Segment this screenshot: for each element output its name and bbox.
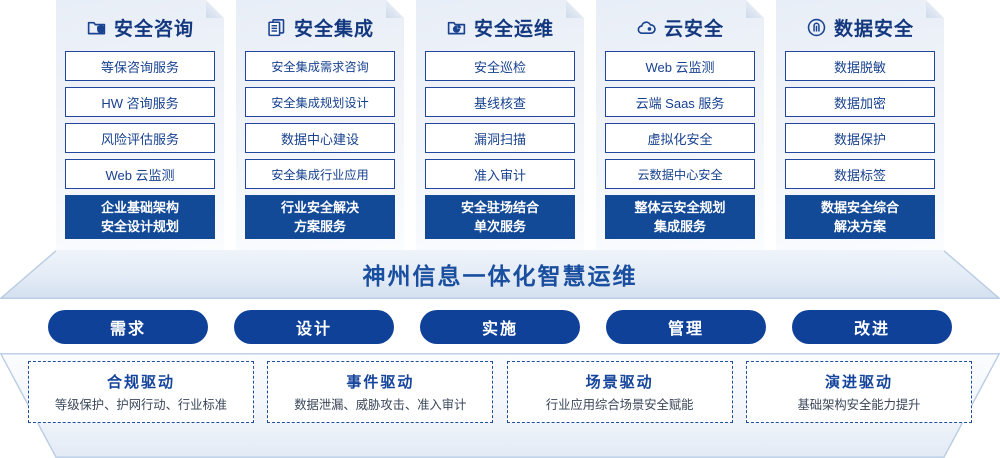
service-columns: 安全咨询 等保咨询服务 HW 咨询服务 风险评估服务 Web 云监测 企业基础架… <box>0 0 1000 250</box>
footer-line-1: 数据安全综合 <box>820 200 899 215</box>
service-item[interactable]: Web 云监测 <box>605 51 755 81</box>
cloud-icon <box>636 17 657 38</box>
service-column-security-operations[interactable]: 安全运维 安全巡检 基线核查 漏洞扫描 准入审计 安全驻场结合 单次服务 <box>416 0 584 250</box>
footer-line-2: 方案服务 <box>293 219 346 234</box>
column-header: 数据安全 <box>785 10 935 44</box>
service-item[interactable]: 等保咨询服务 <box>65 51 215 81</box>
column-title: 安全运维 <box>473 18 554 40</box>
pill-improvement[interactable]: 改进 <box>792 310 952 344</box>
footer-line-2: 集成服务 <box>653 219 706 234</box>
corner-fold <box>566 0 584 18</box>
service-column-security-integration[interactable]: 安全集成 安全集成需求咨询 安全集成规划设计 数据中心建设 安全集成行业应用 行… <box>236 0 404 250</box>
column-header: 安全集成 <box>245 10 395 44</box>
driver-card-evolution[interactable]: 演进驱动 基础架构安全能力提升 <box>745 361 972 423</box>
stacked-documents-icon <box>266 17 287 38</box>
service-item[interactable]: 数据脱敏 <box>785 51 935 81</box>
driver-title: 演进驱动 <box>824 374 893 391</box>
corner-fold <box>206 0 224 18</box>
driver-subtitle: 行业应用综合场景安全赋能 <box>545 398 694 412</box>
drivers-row: 合规驱动 等级保护、护网行动、行业标准 事件驱动 数据泄漏、威胁攻击、准入审计 … <box>0 353 1000 458</box>
service-item[interactable]: 准入审计 <box>425 159 575 189</box>
service-item[interactable]: 安全集成需求咨询 <box>245 51 395 81</box>
driver-card-incident[interactable]: 事件驱动 数据泄漏、威胁攻击、准入审计 <box>267 361 494 423</box>
column-header: 安全运维 <box>425 10 575 44</box>
driver-title: 事件驱动 <box>346 374 415 391</box>
column-title: 安全咨询 <box>113 18 194 40</box>
driver-title: 场景驱动 <box>585 374 654 391</box>
service-item[interactable]: Web 云监测 <box>65 159 215 189</box>
driver-card-scenario[interactable]: 场景驱动 行业应用综合场景安全赋能 <box>506 361 733 423</box>
service-item[interactable]: 虚拟化安全 <box>605 123 755 153</box>
driver-card-compliance[interactable]: 合规驱动 等级保护、护网行动、行业标准 <box>28 361 254 423</box>
pill-demand[interactable]: 需求 <box>48 310 208 344</box>
column-header: 云安全 <box>605 10 755 44</box>
service-item[interactable]: 安全集成规划设计 <box>245 87 395 117</box>
platform-banner-title: 神州信息一体化智慧运维 <box>362 262 638 289</box>
lifecycle-pills: 需求 设计 实施 管理 改进 <box>0 310 1000 346</box>
column-footer-highlight[interactable]: 数据安全综合 解决方案 <box>785 195 935 239</box>
column-title: 安全集成 <box>293 18 374 40</box>
driver-subtitle: 基础架构安全能力提升 <box>797 398 921 412</box>
service-item[interactable]: 数据中心建设 <box>245 123 395 153</box>
pill-management[interactable]: 管理 <box>606 310 766 344</box>
column-title: 数据安全 <box>833 18 914 40</box>
platform-banner: 神州信息一体化智慧运维 <box>0 250 1000 299</box>
footer-line-2: 单次服务 <box>473 219 526 234</box>
corner-fold <box>386 0 404 18</box>
column-footer-highlight[interactable]: 行业安全解决 方案服务 <box>245 195 395 239</box>
footer-line-1: 行业安全解决 <box>280 200 359 215</box>
column-footer-highlight[interactable]: 整体云安全规划 集成服务 <box>605 195 755 239</box>
column-footer-highlight[interactable]: 安全驻场结合 单次服务 <box>425 195 575 239</box>
service-item[interactable]: 数据保护 <box>785 123 935 153</box>
driver-subtitle: 数据泄漏、威胁攻击、准入审计 <box>294 398 467 412</box>
driver-subtitle: 等级保护、护网行动、行业标准 <box>54 398 228 412</box>
column-header: 安全咨询 <box>65 10 215 44</box>
service-item[interactable]: 安全巡检 <box>425 51 575 81</box>
folder-shield-icon <box>86 17 107 38</box>
footer-line-2: 安全设计规划 <box>100 219 179 234</box>
footer-line-1: 企业基础架构 <box>100 200 179 215</box>
service-item[interactable]: 漏洞扫描 <box>425 123 575 153</box>
service-item[interactable]: HW 咨询服务 <box>65 87 215 117</box>
service-item[interactable]: 云数据中心安全 <box>605 159 755 189</box>
corner-fold <box>746 0 764 18</box>
service-column-cloud-security[interactable]: 云安全 Web 云监测 云端 Saas 服务 虚拟化安全 云数据中心安全 整体云… <box>596 0 764 250</box>
service-item[interactable]: 数据标签 <box>785 159 935 189</box>
service-item[interactable]: 风险评估服务 <box>65 123 215 153</box>
corner-fold <box>926 0 944 18</box>
service-column-security-consulting[interactable]: 安全咨询 等保咨询服务 HW 咨询服务 风险评估服务 Web 云监测 企业基础架… <box>56 0 224 250</box>
service-item[interactable]: 数据加密 <box>785 87 935 117</box>
driver-title: 合规驱动 <box>106 374 175 391</box>
fingerprint-icon <box>806 17 827 38</box>
footer-line-1: 安全驻场结合 <box>460 200 539 215</box>
footer-line-2: 解决方案 <box>833 219 886 234</box>
pill-design[interactable]: 设计 <box>234 310 394 344</box>
column-title: 云安全 <box>663 18 724 40</box>
service-column-data-security[interactable]: 数据安全 数据脱敏 数据加密 数据保护 数据标签 数据安全综合 解决方案 <box>776 0 944 250</box>
service-item[interactable]: 安全集成行业应用 <box>245 159 395 189</box>
pill-implementation[interactable]: 实施 <box>420 310 580 344</box>
service-item[interactable]: 基线核查 <box>425 87 575 117</box>
column-footer-highlight[interactable]: 企业基础架构 安全设计规划 <box>65 195 215 239</box>
folder-chart-icon <box>446 17 467 38</box>
service-item[interactable]: 云端 Saas 服务 <box>605 87 755 117</box>
footer-line-1: 整体云安全规划 <box>634 200 726 215</box>
